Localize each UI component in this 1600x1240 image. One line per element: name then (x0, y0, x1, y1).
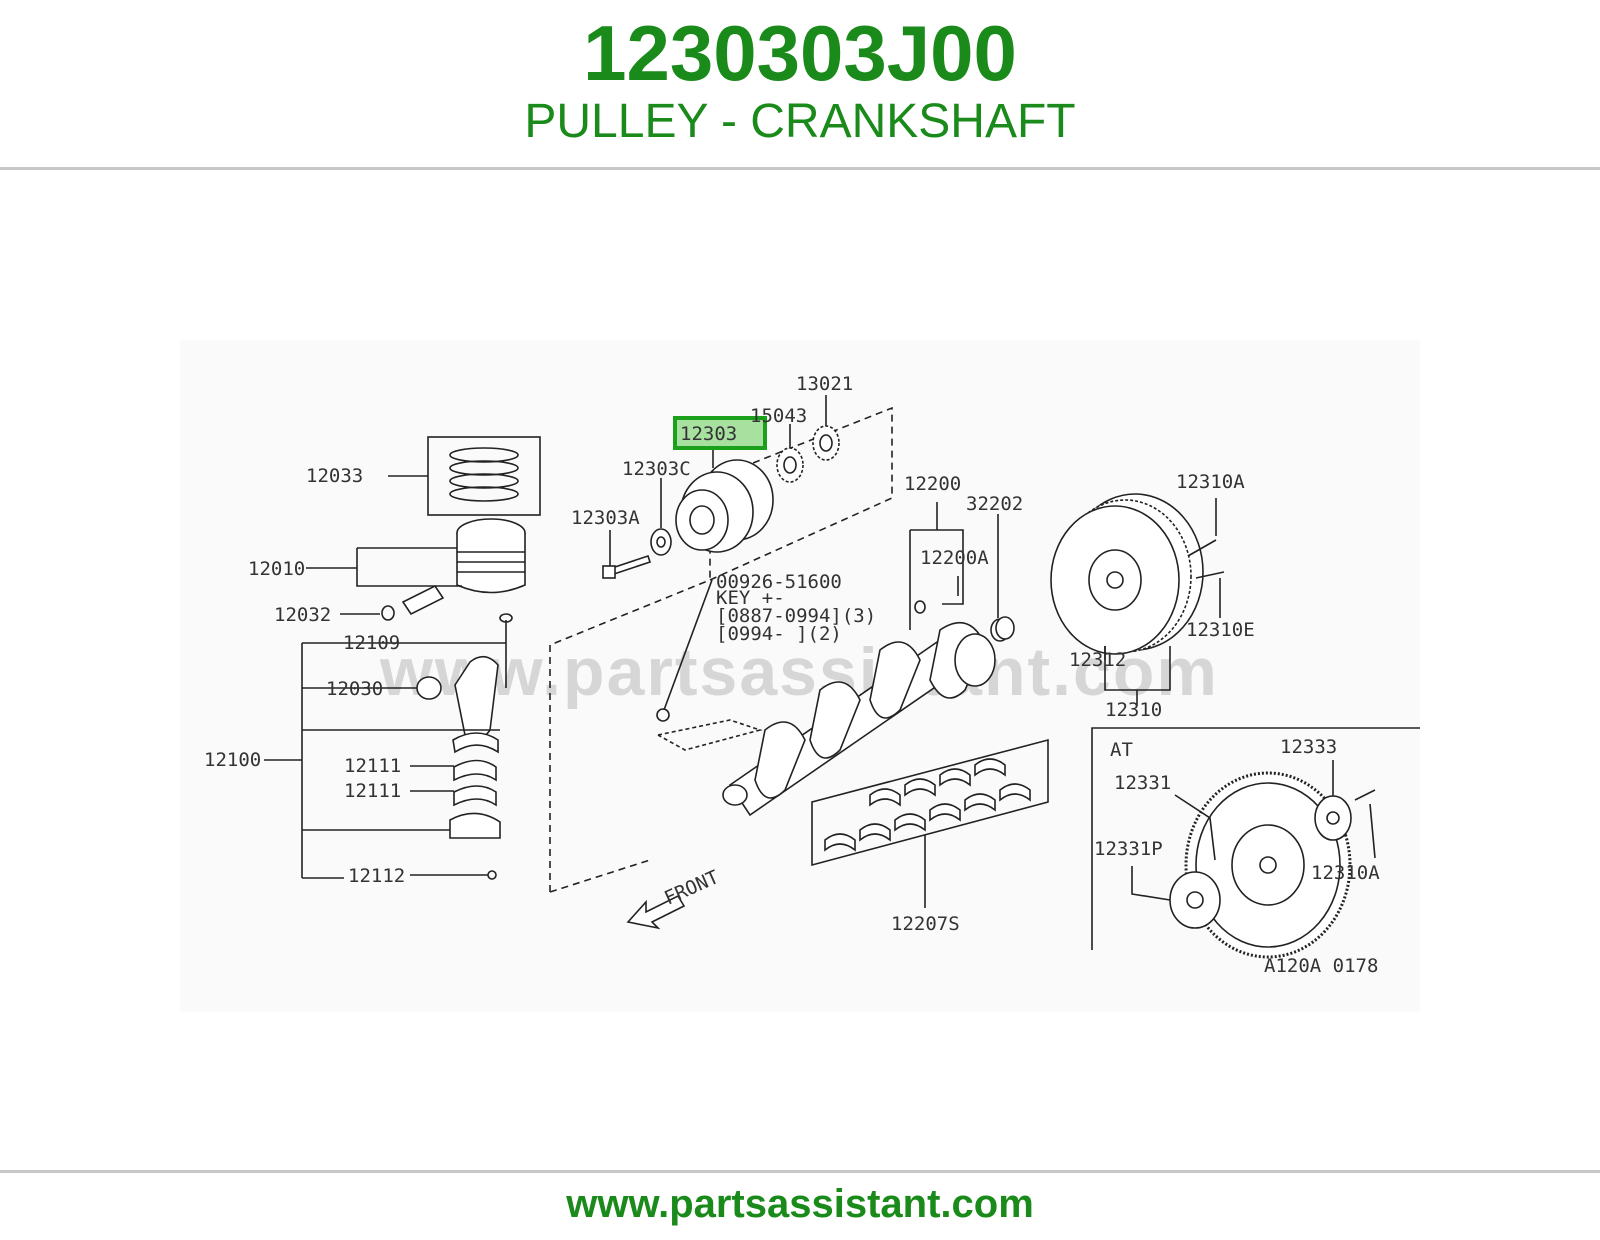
key-note-line4: [0994- ](2) (716, 623, 842, 645)
dashed-outline-left (549, 579, 711, 892)
at-label: AT (1110, 739, 1133, 761)
header-divider (0, 167, 1600, 170)
main-bearings-icon (824, 758, 1031, 852)
flywheel-bolt-icon (1187, 539, 1217, 557)
piston-rings-icon (449, 447, 519, 502)
label-12100[interactable]: 12100 (204, 749, 261, 771)
pulley-bolt-icon (602, 554, 652, 579)
pulley-washer-icon (650, 528, 672, 556)
piston-pin-icon (381, 584, 445, 621)
part-name-subtitle: PULLEY - CRANKSHAFT (524, 95, 1076, 148)
label-12303C[interactable]: 12303C (622, 458, 691, 480)
parts-diagram: www.partsassistant.com (180, 340, 1420, 1012)
timing-sprocket-icon (812, 425, 840, 461)
label-12207S[interactable]: 12207S (891, 913, 960, 935)
label-12030[interactable]: 12030 (326, 678, 383, 700)
connecting-rod-icon (416, 613, 513, 880)
key-note-line3: [0887-0994](3) (716, 605, 876, 627)
leader-12310A-at (1369, 803, 1376, 859)
key-note-line2: KEY +- (716, 587, 785, 609)
label-12333[interactable]: 12333 (1280, 736, 1337, 758)
crankshaft-icon (656, 600, 996, 817)
label-12310A-at[interactable]: 12310A (1311, 862, 1380, 884)
leader-12010-bracket (356, 548, 462, 587)
diagram-code: A120A 0178 (1264, 955, 1378, 977)
label-12310E[interactable]: 12310E (1186, 619, 1255, 641)
crankshaft-pulley-icon (675, 459, 774, 553)
label-12331[interactable]: 12331 (1114, 772, 1171, 794)
footer-divider (0, 1170, 1600, 1173)
flywheel-icon (1050, 493, 1204, 655)
label-12111-lower[interactable]: 12111 (344, 780, 401, 802)
leader-12331P (1131, 866, 1171, 901)
label-12032[interactable]: 12032 (274, 604, 331, 626)
front-arrow-icon (626, 894, 686, 930)
highlighted-part-label[interactable]: 12303 (680, 423, 737, 445)
label-12109[interactable]: 12109 (343, 632, 400, 654)
leader-key (663, 579, 713, 711)
label-12200A[interactable]: 12200A (920, 547, 989, 569)
label-12200[interactable]: 12200 (904, 473, 961, 495)
label-12010[interactable]: 12010 (248, 558, 305, 580)
leader-12331 (1174, 794, 1216, 861)
key-outline (657, 719, 763, 751)
drive-plate-icon (1169, 771, 1376, 959)
main-bearing-box (811, 738, 1049, 867)
label-15043[interactable]: 15043 (750, 405, 807, 427)
at-inset-frame (1091, 727, 1420, 950)
page-header: 1230303J00 PULLEY - CRANKSHAFT (0, 0, 1600, 168)
crank-sprocket-icon (776, 447, 804, 483)
part-number-title: 1230303J00 (583, 9, 1017, 97)
label-12033[interactable]: 12033 (306, 465, 363, 487)
label-12312[interactable]: 12312 (1069, 649, 1126, 671)
diagram-watermark: www.partsassistant.com (379, 634, 1219, 710)
label-12310[interactable]: 12310 (1105, 699, 1162, 721)
pilot-bushing-icon (990, 616, 1015, 642)
footer-website-link[interactable]: www.partsassistant.com (566, 1182, 1034, 1226)
label-12303A[interactable]: 12303A (571, 507, 640, 529)
label-12331P[interactable]: 12331P (1094, 838, 1163, 860)
label-12111-upper[interactable]: 12111 (344, 755, 401, 777)
piston-icon (456, 518, 526, 594)
key-note-line1: 00926-51600 (716, 571, 842, 593)
label-12310A[interactable]: 12310A (1176, 471, 1245, 493)
label-13021[interactable]: 13021 (796, 373, 853, 395)
flywheel-dowel-icon (1195, 571, 1225, 579)
parts-diagram-svg: www.partsassistant.com (180, 340, 1420, 1012)
label-32202[interactable]: 32202 (966, 493, 1023, 515)
label-12112[interactable]: 12112 (348, 865, 405, 887)
highlighted-part-box[interactable] (673, 416, 767, 450)
dashed-outline-bottom (549, 859, 651, 893)
